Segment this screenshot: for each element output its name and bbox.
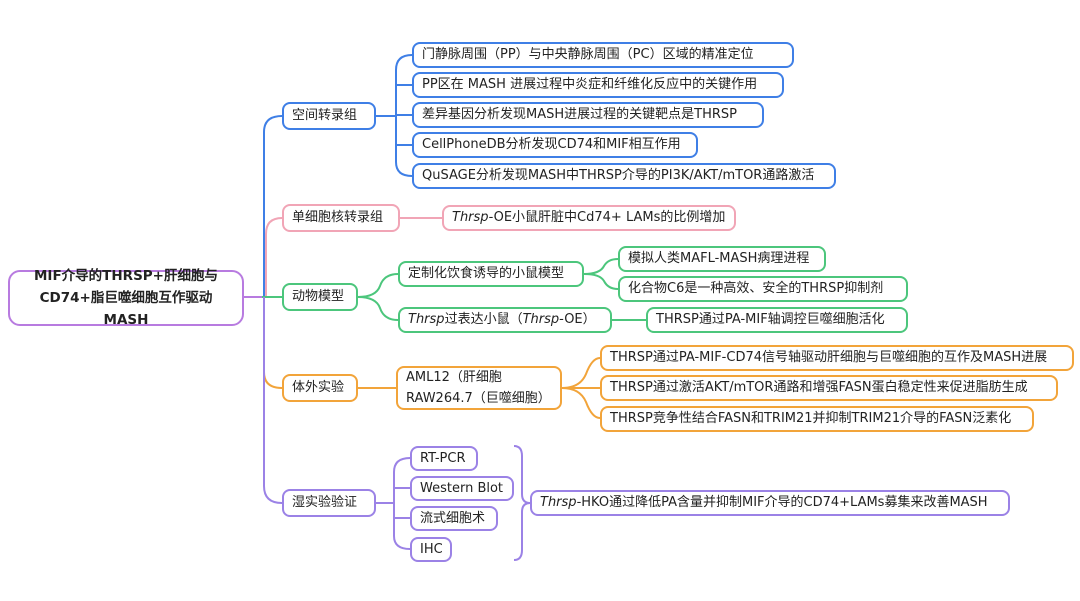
wet-method-1-text: RT-PCR bbox=[420, 450, 466, 466]
connector-animal bbox=[357, 273, 399, 321]
invitro-item-1-text: THRSP通过PA-MIF-CD74信号轴驱动肝细胞与巨噬细胞的互作及MASH进… bbox=[610, 350, 1048, 365]
spatial-item-4-text: CellPhoneDB分析发现CD74和MIF相互作用 bbox=[422, 137, 681, 152]
branch-wet-label: 湿实验验证 bbox=[292, 495, 358, 510]
wet-method-3-text: 流式细胞术 bbox=[420, 510, 486, 526]
connector-invitro-fan bbox=[561, 357, 601, 419]
branch-invitro: 体外实验 bbox=[282, 374, 358, 402]
animal-diet-item-1: 模拟人类MAFL-MASH病理进程 bbox=[618, 246, 826, 272]
spatial-item-3-text: 差异基因分析发现MASH进展过程的关键靶点是THRSP bbox=[422, 107, 737, 122]
snrna-item-text: -OE小鼠肝脏中Cd74+ LAMs的比例增加 bbox=[488, 210, 726, 225]
invitro-item-3: THRSP竞争性结合FASN和TRIM21并抑制TRIM21介导的FASN泛素化 bbox=[600, 406, 1034, 432]
wet-method-2: Western Blot bbox=[410, 476, 514, 501]
connector-trunk-snrna bbox=[265, 217, 283, 297]
wet-method-3: 流式细胞术 bbox=[410, 506, 498, 531]
animal-diet-node: 定制化饮食诱导的小鼠模型 bbox=[398, 261, 584, 287]
wet-method-4: IHC bbox=[410, 537, 452, 562]
invitro-item-1: THRSP通过PA-MIF-CD74信号轴驱动肝细胞与巨噬细胞的互作及MASH进… bbox=[600, 345, 1074, 371]
connector-trunk-wet bbox=[263, 297, 283, 504]
spatial-item-2: PP区在 MASH 进展过程中炎症和纤维化反应中的关键作用 bbox=[412, 72, 784, 98]
animal-oe-text-1: 过表达小鼠（ bbox=[444, 312, 523, 327]
connector-trunk-invitro bbox=[263, 297, 283, 389]
wet-method-1: RT-PCR bbox=[410, 446, 478, 471]
connector-diet bbox=[583, 258, 619, 290]
spatial-item-1-text: 门静脉周围（PP）与中央静脉周围（PC）区域的精准定位 bbox=[422, 47, 754, 62]
animal-oe-gene-2: Thrsp bbox=[522, 312, 560, 327]
invitro-item-2-text: THRSP通过激活AKT/mTOR通路和增强FASN蛋白稳定性来促进脂肪生成 bbox=[610, 380, 1028, 395]
connector-trunk-spatial bbox=[263, 115, 283, 297]
invitro-item-3-text: THRSP竞争性结合FASN和TRIM21并抑制TRIM21介导的FASN泛素化 bbox=[610, 411, 1012, 426]
invitro-item-2: THRSP通过激活AKT/mTOR通路和增强FASN蛋白稳定性来促进脂肪生成 bbox=[600, 375, 1058, 401]
snrna-item: Thrsp-OE小鼠肝脏中Cd74+ LAMs的比例增加 bbox=[442, 205, 736, 231]
animal-oe-text-2: -OE） bbox=[559, 312, 596, 327]
spatial-item-2-text: PP区在 MASH 进展过程中炎症和纤维化反应中的关键作用 bbox=[422, 77, 758, 92]
animal-diet-item-2-text: 化合物C6是一种高效、安全的THRSP抑制剂 bbox=[628, 281, 884, 296]
root-node: MIF介导的THRSP+肝细胞与 CD74+脂巨噬细胞互作驱动MASH bbox=[8, 268, 244, 328]
spatial-item-1: 门静脉周围（PP）与中央静脉周围（PC）区域的精准定位 bbox=[412, 42, 794, 68]
branch-snrna: 单细胞核转录组 bbox=[282, 204, 400, 232]
snrna-item-gene: Thrsp bbox=[452, 210, 489, 225]
root-line-2: CD74+脂巨噬细胞互作驱动MASH bbox=[39, 290, 213, 328]
branch-wet: 湿实验验证 bbox=[282, 489, 376, 517]
spatial-item-4: CellPhoneDB分析发现CD74和MIF相互作用 bbox=[412, 132, 698, 158]
branch-animal-label: 动物模型 bbox=[292, 289, 345, 304]
wet-conclusion: Thrsp-HKO通过降低PA含量并抑制MIF介导的CD74+LAMs募集来改善… bbox=[530, 490, 1010, 516]
animal-diet-item-1-text: 模拟人类MAFL-MASH病理进程 bbox=[628, 251, 810, 266]
wet-conclusion-gene: Thrsp bbox=[540, 495, 577, 510]
branch-spatial-label: 空间转录组 bbox=[292, 108, 358, 123]
branch-snrna-label: 单细胞核转录组 bbox=[292, 210, 384, 225]
animal-diet-item-2: 化合物C6是一种高效、安全的THRSP抑制剂 bbox=[618, 276, 908, 302]
connector-wet-bracket bbox=[376, 457, 411, 550]
invitro-cells-line-1: AML12（肝细胞 bbox=[406, 370, 502, 385]
wet-method-2-text: Western Blot bbox=[420, 480, 504, 496]
invitro-cells-node: AML12（肝细胞 RAW264.7（巨噬细胞） bbox=[396, 366, 562, 410]
invitro-cells-line-2: RAW264.7（巨噬细胞） bbox=[406, 391, 551, 406]
animal-oe-item: THRSP通过PA-MIF轴调控巨噬细胞活化 bbox=[646, 307, 908, 333]
animal-oe-gene-1: Thrsp bbox=[408, 312, 445, 327]
root-line-1: MIF介导的THRSP+肝细胞与 bbox=[33, 268, 218, 284]
spatial-item-5-text: QuSAGE分析发现MASH中THRSP介导的PI3K/AKT/mTOR通路激活 bbox=[422, 168, 815, 183]
spatial-item-5: QuSAGE分析发现MASH中THRSP介导的PI3K/AKT/mTOR通路激活 bbox=[412, 163, 836, 189]
connector-spatial-bracket bbox=[376, 54, 413, 177]
animal-oe-item-text: THRSP通过PA-MIF轴调控巨噬细胞活化 bbox=[656, 312, 885, 327]
branch-invitro-label: 体外实验 bbox=[292, 380, 345, 395]
wet-conclusion-text: -HKO通过降低PA含量并抑制MIF介导的CD74+LAMs募集来改善MASH bbox=[576, 495, 988, 510]
animal-diet-label: 定制化饮食诱导的小鼠模型 bbox=[408, 266, 565, 281]
branch-spatial: 空间转录组 bbox=[282, 102, 376, 130]
wet-method-4-text: IHC bbox=[420, 541, 443, 557]
branch-animal: 动物模型 bbox=[282, 283, 358, 311]
connector-wet-brace bbox=[513, 445, 531, 561]
spatial-item-3: 差异基因分析发现MASH进展过程的关键靶点是THRSP bbox=[412, 102, 764, 128]
